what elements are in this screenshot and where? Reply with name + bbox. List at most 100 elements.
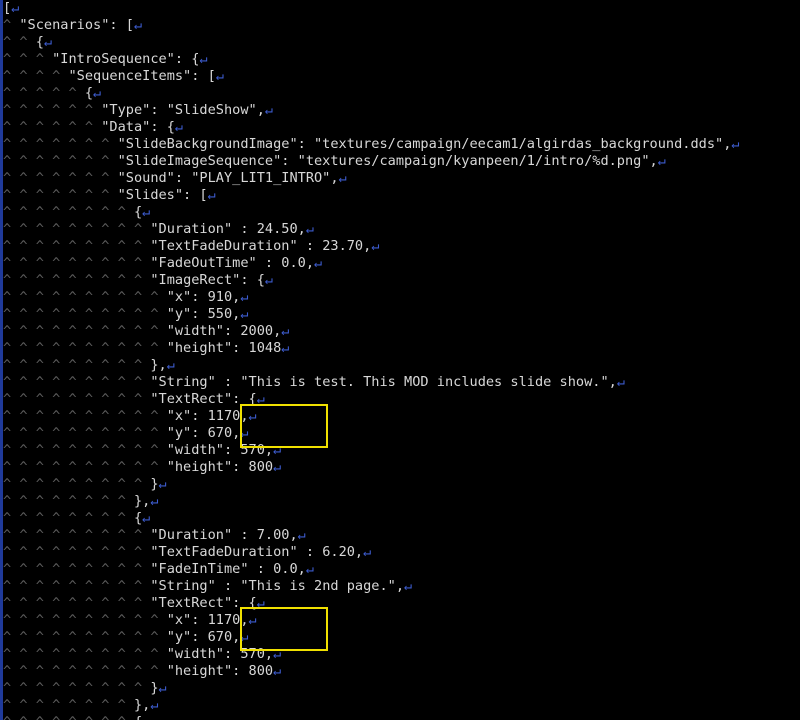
code-text: "y": 670, xyxy=(166,629,241,645)
newline-marker-icon: ↵ xyxy=(240,306,249,322)
code-line[interactable]: ^ ^ ^ ^ ^ ^ ^ ^ ^ "Duration" : 7.00,↵ xyxy=(3,527,800,544)
code-line[interactable]: ^ ^ ^ ^ ^ ^ ^ "Sound": "PLAY_LIT1_INTRO"… xyxy=(3,170,800,187)
code-text: "Type": "SlideShow", xyxy=(101,102,265,118)
code-line[interactable]: ^ ^ ^ ^ ^ ^ ^ ^ },↵ xyxy=(3,493,800,510)
code-line[interactable]: ^ ^ ^ ^ ^ ^ "Type": "SlideShow",↵ xyxy=(3,102,800,119)
code-line[interactable]: ^ ^ ^ ^ ^ ^ ^ ^ ^ ^ "width": 570,↵ xyxy=(3,646,800,663)
code-line[interactable]: ^ ^ ^ ^ ^ ^ ^ ^ ^ ^ "height": 800↵ xyxy=(3,663,800,680)
code-lines[interactable]: [↵^ "Scenarios": [↵^ ^ {↵^ ^ ^ "IntroSeq… xyxy=(3,0,800,720)
code-line[interactable]: ^ ^ ^ ^ ^ ^ ^ "Slides": [↵ xyxy=(3,187,800,204)
indent-guides: ^ ^ ^ ^ ^ ^ ^ xyxy=(3,170,118,186)
indent-guides: ^ ^ ^ ^ ^ ^ ^ ^ xyxy=(3,493,134,509)
newline-marker-icon: ↵ xyxy=(264,272,274,288)
code-line[interactable]: ^ ^ ^ ^ ^ ^ ^ ^ ^ "Duration" : 24.50,↵ xyxy=(3,221,800,238)
code-line[interactable]: ^ ^ ^ ^ ^ ^ ^ ^ ^ ^ "width": 2000,↵ xyxy=(3,323,800,340)
code-line[interactable]: ^ ^ ^ ^ ^ ^ ^ ^ ^ ^ "y": 670,↵ xyxy=(3,425,800,442)
indent-guides: ^ xyxy=(3,17,20,33)
indent-guides: ^ ^ ^ ^ xyxy=(3,68,69,84)
code-text: "ImageRect": { xyxy=(150,272,265,288)
code-line[interactable]: ^ ^ ^ ^ ^ ^ ^ ^ ^ "TextFadeDuration" : 6… xyxy=(3,544,800,561)
code-line[interactable]: ^ ^ ^ ^ ^ ^ ^ ^ ^ ^ "height": 800↵ xyxy=(3,459,800,476)
newline-marker-icon: ↵ xyxy=(240,425,249,441)
indent-guides: ^ ^ xyxy=(3,34,36,50)
indent-guides: ^ ^ ^ ^ ^ ^ ^ ^ ^ xyxy=(3,527,151,543)
code-text: "TextRect": { xyxy=(150,391,257,407)
code-line[interactable]: ^ ^ ^ ^ ^ ^ ^ ^ ^ "TextRect": {↵ xyxy=(3,391,800,408)
code-text: }, xyxy=(150,357,167,373)
code-line[interactable]: ^ ^ ^ ^ ^ ^ ^ ^ ^ ^ "y": 670,↵ xyxy=(3,629,800,646)
code-text: "TextFadeDuration" : 6.20, xyxy=(150,544,364,560)
indent-guides: ^ ^ ^ ^ ^ ^ ^ ^ ^ ^ xyxy=(3,425,167,441)
code-line[interactable]: ^ ^ ^ ^ "SequenceItems": [↵ xyxy=(3,68,800,85)
code-line[interactable]: ^ ^ ^ ^ ^ ^ ^ "SlideImageSequence": "tex… xyxy=(3,153,800,170)
text-cursor-bar xyxy=(0,0,3,720)
code-text: }, xyxy=(133,493,151,509)
code-text: "x": 1170, xyxy=(166,612,249,628)
code-line[interactable]: ^ ^ {↵ xyxy=(3,34,800,51)
indent-guides: ^ ^ ^ ^ ^ ^ ^ ^ ^ ^ xyxy=(3,646,167,662)
newline-marker-icon: ↵ xyxy=(150,697,159,713)
indent-guides: ^ ^ ^ ^ ^ ^ ^ ^ ^ xyxy=(3,578,151,594)
newline-marker-icon: ↵ xyxy=(158,476,167,492)
indent-guides: ^ ^ ^ ^ ^ ^ ^ ^ ^ xyxy=(3,680,151,696)
indent-guides: ^ ^ ^ ^ ^ ^ ^ ^ ^ ^ xyxy=(3,289,167,305)
code-line[interactable]: ^ ^ ^ ^ ^ ^ ^ ^ ^ ^ "x": 1170,↵ xyxy=(3,408,800,425)
code-line[interactable]: [↵ xyxy=(3,0,800,17)
indent-guides: ^ ^ ^ ^ ^ ^ ^ ^ ^ xyxy=(3,255,151,271)
code-text: "TextRect": { xyxy=(150,595,257,611)
code-line[interactable]: ^ ^ ^ ^ ^ ^ ^ ^ { xyxy=(3,714,800,720)
newline-marker-icon: ↵ xyxy=(93,85,102,101)
code-line[interactable]: ^ ^ ^ ^ ^ ^ ^ ^ ^ "String" : "This is 2n… xyxy=(3,578,800,595)
newline-marker-icon: ↵ xyxy=(248,408,257,424)
newline-marker-icon: ↵ xyxy=(616,374,626,390)
code-line[interactable]: ^ ^ ^ ^ ^ ^ ^ ^ ^ "FadeInTime" : 0.0,↵ xyxy=(3,561,800,578)
newline-marker-icon: ↵ xyxy=(731,136,740,152)
newline-marker-icon: ↵ xyxy=(174,119,184,135)
code-line[interactable]: ^ ^ ^ ^ ^ ^ ^ ^ ^ "TextFadeDuration" : 2… xyxy=(3,238,800,255)
newline-marker-icon: ↵ xyxy=(256,595,265,611)
code-line[interactable]: ^ ^ ^ ^ ^ ^ ^ ^ ^ ^ "y": 550,↵ xyxy=(3,306,800,323)
code-text: "y": 550, xyxy=(166,306,241,322)
indent-guides: ^ ^ ^ xyxy=(3,51,53,67)
newline-marker-icon: ↵ xyxy=(273,646,282,662)
code-line[interactable]: ^ ^ ^ ^ ^ ^ "Data": {↵ xyxy=(3,119,800,136)
code-text: "String" : "This is test. This MOD inclu… xyxy=(150,374,617,390)
code-line[interactable]: ^ ^ ^ ^ ^ ^ ^ ^ ^ ^ "width": 570,↵ xyxy=(3,442,800,459)
indent-guides: ^ ^ ^ ^ ^ ^ ^ ^ ^ xyxy=(3,561,151,577)
code-line[interactable]: ^ ^ ^ ^ ^ ^ ^ ^ ^ "ImageRect": {↵ xyxy=(3,272,800,289)
code-line[interactable]: ^ ^ ^ ^ ^ ^ ^ ^ ^ ^ "height": 1048↵ xyxy=(3,340,800,357)
code-text: "FadeOutTime" : 0.0, xyxy=(150,255,315,271)
indent-guides: ^ ^ ^ ^ ^ ^ ^ ^ ^ ^ xyxy=(3,442,167,458)
code-line[interactable]: ^ ^ ^ ^ ^ ^ ^ ^ {↵ xyxy=(3,204,800,221)
indent-guides: ^ ^ ^ ^ ^ ^ ^ ^ ^ xyxy=(3,476,151,492)
code-line[interactable]: ^ ^ ^ ^ ^ ^ ^ ^ ^ "FadeOutTime" : 0.0,↵ xyxy=(3,255,800,272)
code-line[interactable]: ^ ^ ^ ^ ^ ^ ^ ^ ^ }↵ xyxy=(3,680,800,697)
code-line[interactable]: ^ ^ ^ ^ ^ ^ ^ ^ ^ },↵ xyxy=(3,357,800,374)
code-line[interactable]: ^ ^ ^ ^ ^ ^ ^ ^ ^ }↵ xyxy=(3,476,800,493)
code-line[interactable]: ^ ^ ^ "IntroSequence": {↵ xyxy=(3,51,800,68)
newline-marker-icon: ↵ xyxy=(43,34,53,50)
code-text: "SlideBackgroundImage": "textures/campai… xyxy=(117,136,732,152)
code-line[interactable]: ^ ^ ^ ^ ^ ^ ^ ^ ^ "TextRect": {↵ xyxy=(3,595,800,612)
indent-guides: ^ ^ ^ ^ ^ ^ ^ ^ ^ ^ xyxy=(3,629,167,645)
code-line[interactable]: ^ ^ ^ ^ ^ ^ ^ ^ },↵ xyxy=(3,697,800,714)
newline-marker-icon: ↵ xyxy=(150,493,159,509)
code-text: { xyxy=(133,510,143,526)
code-text: "Duration" : 24.50, xyxy=(150,221,306,237)
code-line[interactable]: ^ ^ ^ ^ ^ ^ ^ ^ ^ ^ "x": 910,↵ xyxy=(3,289,800,306)
code-text: "String" : "This is 2nd page.", xyxy=(150,578,405,594)
code-text: "x": 1170, xyxy=(166,408,249,424)
code-line[interactable]: ^ ^ ^ ^ ^ ^ ^ ^ ^ ^ "x": 1170,↵ xyxy=(3,612,800,629)
indent-guides: ^ ^ ^ ^ ^ ^ ^ ^ xyxy=(3,204,134,220)
code-line[interactable]: ^ ^ ^ ^ ^ ^ ^ ^ {↵ xyxy=(3,510,800,527)
indent-guides: ^ ^ ^ ^ ^ ^ ^ xyxy=(3,153,118,169)
code-line[interactable]: ^ "Scenarios": [↵ xyxy=(3,17,800,34)
code-line[interactable]: ^ ^ ^ ^ ^ ^ ^ "SlideBackgroundImage": "t… xyxy=(3,136,800,153)
newline-marker-icon: ↵ xyxy=(404,578,413,594)
newline-marker-icon: ↵ xyxy=(273,663,282,679)
code-text: { xyxy=(134,714,142,720)
code-line[interactable]: ^ ^ ^ ^ ^ {↵ xyxy=(3,85,800,102)
code-line[interactable]: ^ ^ ^ ^ ^ ^ ^ ^ ^ "String" : "This is te… xyxy=(3,374,800,391)
indent-guides: ^ ^ ^ ^ ^ ^ ^ ^ ^ xyxy=(3,374,151,390)
